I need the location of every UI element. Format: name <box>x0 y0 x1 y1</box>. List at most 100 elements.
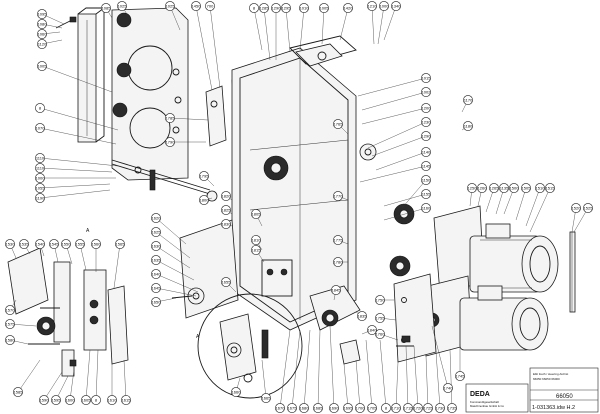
balloon-leader-line <box>377 5 385 45</box>
part-balloon-circle <box>343 403 353 413</box>
balloon-leader-line <box>355 359 361 409</box>
part-balloon-circle <box>299 3 309 13</box>
part-balloon-circle <box>65 395 75 405</box>
part-balloon-label: 1135 <box>500 185 509 190</box>
part-balloon-circle <box>49 239 59 249</box>
balloon-leader-line <box>357 77 427 97</box>
balloon-leader-line <box>209 5 221 89</box>
part-balloon-label: 1055 <box>36 185 46 190</box>
part-balloon-circle <box>391 403 401 413</box>
part-balloon-label: 1545 <box>50 241 60 246</box>
part-balloon-circle <box>357 311 367 321</box>
balloon-leader-line <box>39 157 119 167</box>
part-balloon-circle <box>251 245 261 255</box>
part-balloon-circle <box>151 213 161 223</box>
balloon-leader-line <box>253 7 263 51</box>
part-balloon-circle <box>75 239 85 249</box>
part-balloon-circle <box>319 3 329 13</box>
part-balloon-circle <box>375 329 385 339</box>
balloon-leader-line <box>529 187 551 233</box>
part-balloon-label: 1665 <box>262 395 272 400</box>
part-balloon-label: 1290 <box>272 5 282 10</box>
part-balloon-circle <box>535 183 545 193</box>
part-balloon-circle <box>421 117 431 127</box>
part-balloon-label: 1160 <box>422 205 431 210</box>
part-balloon-circle <box>151 269 161 279</box>
part-balloon-label: 8 <box>95 397 98 402</box>
part-balloon-label: 1015 <box>422 75 432 80</box>
part-balloon-label: 1150 <box>422 177 431 182</box>
part-balloon-circle <box>343 3 353 13</box>
part-balloon-label: 1605 <box>82 397 92 402</box>
part-balloon-circle <box>199 195 209 205</box>
part-balloon-circle <box>151 283 161 293</box>
maker-block: DEDA Kommanditgesellschaft Maschinenbau … <box>465 383 529 413</box>
part-balloon-label: 1660 <box>232 389 242 394</box>
balloon-leader-line <box>361 91 427 111</box>
part-balloon-label: 1765 <box>334 121 344 126</box>
part-balloon-label: 1810 <box>252 237 262 242</box>
part-balloon-label: 1725 <box>424 405 434 410</box>
part-balloon-label: 1525 <box>584 205 594 210</box>
balloon-leader-line <box>155 287 197 297</box>
part-balloon-circle <box>331 285 341 295</box>
part-balloon-label: 1560 <box>92 241 102 246</box>
part-balloon-label: 1705 <box>368 405 378 410</box>
part-balloon-label: 1555 <box>76 241 86 246</box>
part-balloon-circle <box>35 103 45 113</box>
part-balloon-label: 1290 <box>422 133 432 138</box>
view-label-a-bottom: A <box>196 334 200 340</box>
balloon-leader-line <box>339 7 349 41</box>
part-balloon-label: 1190 <box>36 195 45 200</box>
part-balloon-label: 1820 <box>222 193 232 198</box>
part-balloon-label: 1700 <box>356 405 366 410</box>
part-balloon-circle <box>221 219 231 229</box>
part-balloon-label: 1825 <box>222 207 232 212</box>
part-balloon-label: 1635 <box>152 257 162 262</box>
part-balloon-label: 700 <box>207 3 214 8</box>
part-balloon-label: 1420 <box>344 5 354 10</box>
part-balloon-label: 1550 <box>62 241 72 246</box>
part-balloon-label: 1815 <box>252 247 262 252</box>
part-balloon-circle <box>221 277 231 287</box>
gear-wheel-part <box>389 255 411 277</box>
part-balloon-circle <box>5 319 15 329</box>
part-balloon-label: 1285 <box>260 5 270 10</box>
part-balloon-label: 1640 <box>152 271 162 276</box>
part-balloon-circle <box>35 239 45 249</box>
part-balloon-label: 1675 <box>288 405 298 410</box>
balloon-leader-line <box>379 339 387 409</box>
part-balloon-circle <box>39 395 49 405</box>
part-balloon-circle <box>221 191 231 201</box>
part-balloon-label: 1005 <box>38 63 48 68</box>
part-balloon-label: 1210 <box>368 3 378 8</box>
part-balloon-label: 1010 <box>300 5 310 10</box>
part-balloon-circle <box>329 403 339 413</box>
part-balloon-circle <box>251 235 261 245</box>
part-balloon-label: 1540 <box>36 241 46 246</box>
part-balloon-label: 1005 <box>320 5 330 10</box>
part-balloon-circle <box>367 325 377 335</box>
part-balloon-label: 1645 <box>152 285 162 290</box>
part-balloon-label: 1715 <box>404 405 414 410</box>
part-balloon-circle <box>249 3 259 13</box>
part-balloon-circle <box>403 403 413 413</box>
lower-mount-part <box>309 285 361 365</box>
balloon-leader-line <box>279 329 291 409</box>
part-balloon-label: 8 <box>39 105 42 110</box>
balloon-leader-line <box>195 5 213 91</box>
part-balloon-circle <box>251 209 261 219</box>
part-balloon-label: 1840 <box>368 327 378 332</box>
balloon-leader-line <box>291 329 301 409</box>
part-balloon-circle <box>35 153 45 163</box>
part-balloon-circle <box>35 193 45 203</box>
balloon-leader-line <box>155 245 191 269</box>
part-balloon-label: 1110 <box>36 165 45 170</box>
part-balloon-label: 1230 <box>422 119 432 124</box>
part-balloon-circle <box>221 205 231 215</box>
part-balloon-circle <box>5 305 15 315</box>
detail-circle-a <box>197 293 303 399</box>
part-balloon-label: 1775 <box>334 237 344 242</box>
part-balloon-label: 1565 <box>116 241 126 246</box>
balloon-leader-line <box>367 121 427 149</box>
